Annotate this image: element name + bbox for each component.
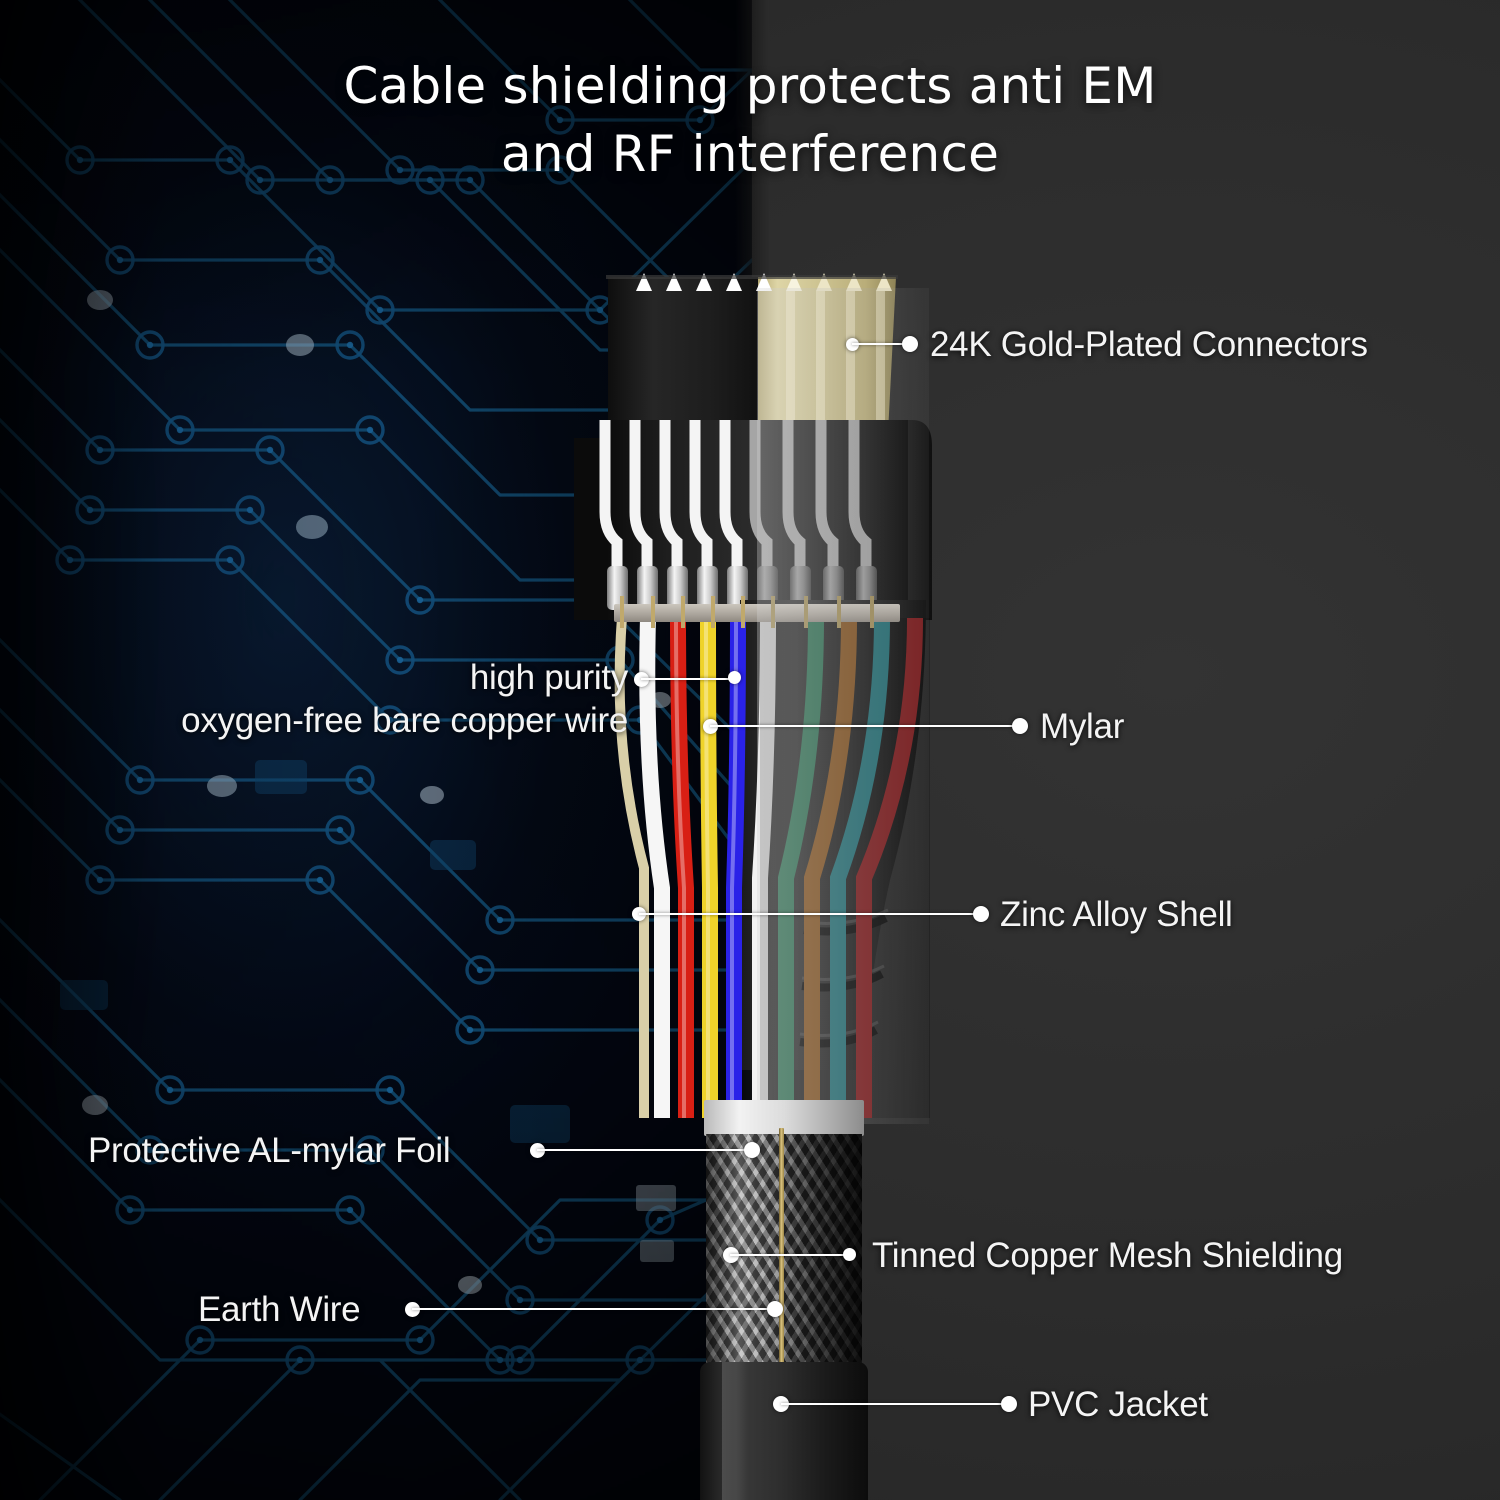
callout-label-mylar: Mylar xyxy=(1040,707,1125,746)
callout-leader-line xyxy=(730,1254,848,1256)
callout-label-earth-wire: Earth Wire xyxy=(198,1290,361,1329)
callout-label-dot xyxy=(843,1248,856,1261)
pvc-jacket xyxy=(700,1362,868,1500)
callout-leader-line xyxy=(537,1149,751,1151)
callout-leader-line xyxy=(852,343,910,345)
callout-leader-line xyxy=(781,1403,1007,1405)
callout-anchor-dot xyxy=(767,1301,783,1317)
callout-label-dot xyxy=(902,336,918,352)
callout-label-high-purity-copper: high purity oxygen-free bare copper wire xyxy=(20,657,628,742)
callout-label-al-mylar-foil: Protective AL-mylar Foil xyxy=(88,1131,451,1170)
callout-label-dot xyxy=(1012,718,1028,734)
wire-bundle-icon xyxy=(614,618,930,1118)
callout-label-dot xyxy=(973,906,989,922)
callout-anchor-dot xyxy=(728,671,741,684)
callout-leader-line xyxy=(710,725,1016,727)
callout-label-zinc-alloy-shell: Zinc Alloy Shell xyxy=(1000,895,1233,934)
earth-wire xyxy=(779,1128,784,1372)
callout-leader-line xyxy=(412,1308,774,1310)
connector-housing-icon xyxy=(574,420,932,620)
crimp-bar xyxy=(614,604,900,622)
callout-line-2: oxygen-free bare copper wire xyxy=(181,700,628,740)
al-mylar-foil xyxy=(704,1100,864,1136)
callout-leader-line xyxy=(639,913,977,915)
callout-leader-line xyxy=(641,678,736,680)
pin-leads-icon xyxy=(620,596,874,628)
connector-head-icon xyxy=(606,273,898,433)
callout-label-pvc-jacket: PVC Jacket xyxy=(1028,1385,1208,1424)
callout-label-tinned-copper-mesh: Tinned Copper Mesh Shielding xyxy=(872,1236,1343,1275)
callout-label-gold-connectors: 24K Gold-Plated Connectors xyxy=(930,325,1368,364)
callout-anchor-dot xyxy=(744,1142,760,1158)
callout-label-dot xyxy=(1001,1396,1017,1412)
callout-line-1: high purity xyxy=(469,658,628,697)
